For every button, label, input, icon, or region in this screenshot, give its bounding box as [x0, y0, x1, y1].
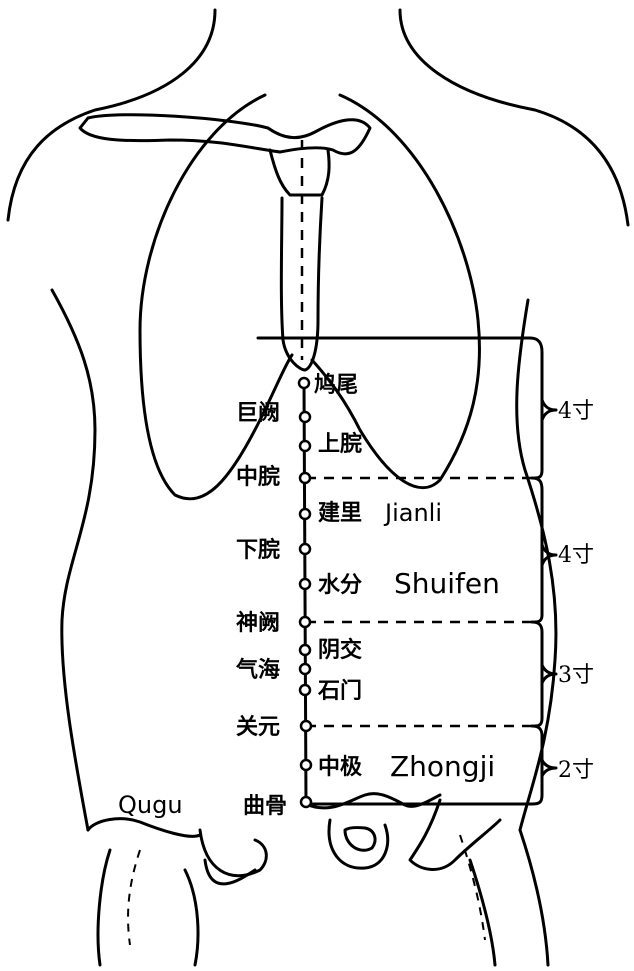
point-qihai — [298, 662, 312, 676]
measure-middle: 4寸 — [558, 543, 594, 568]
point-jianli — [298, 507, 312, 521]
point-yinjiao — [298, 643, 312, 657]
label-yinjiao: 阴交 — [318, 637, 362, 663]
label-juque: 巨阙 — [236, 401, 280, 426]
point-shenque — [298, 615, 312, 629]
label-shuifen: 水分 — [318, 573, 362, 598]
point-jiuwei — [297, 376, 311, 390]
point-shangwan — [298, 439, 312, 453]
label-guanyuan: 关元 — [236, 715, 280, 740]
pinyin-jianli: Jianli — [383, 499, 442, 527]
point-juque — [298, 410, 312, 424]
point-zhongwan — [298, 471, 312, 485]
point-shuifen — [298, 577, 312, 591]
label-zhongwan: 中脘 — [236, 464, 280, 490]
label-shangwan: 上脘 — [318, 431, 362, 457]
pinyin-shuifen: Shuifen — [394, 567, 500, 600]
rib-cage — [138, 93, 481, 501]
point-zhongji — [299, 758, 313, 772]
point-guanyuan — [299, 719, 313, 733]
label-xiawan: 下脘 — [236, 537, 280, 563]
point-shimen — [298, 683, 312, 697]
point-xiawan — [298, 542, 312, 556]
label-zhongji: 中极 — [318, 755, 363, 780]
measurement-box — [256, 336, 558, 806]
measure-upper: 4寸 — [558, 399, 594, 424]
pinyin-qugu: Qugu — [118, 791, 183, 819]
label-qihai: 气海 — [235, 657, 280, 683]
meridian-line — [302, 381, 308, 806]
label-shimen: 石门 — [317, 678, 362, 704]
acupoint-markers — [297, 376, 313, 809]
clavicle-sternum — [78, 113, 372, 372]
label-shenque: 神阙 — [236, 610, 280, 636]
point-qugu — [299, 795, 313, 809]
body-outline — [6, 8, 630, 832]
measure-bottom: 2寸 — [558, 758, 594, 783]
measure-lower: 3寸 — [558, 663, 594, 688]
pelvis — [86, 792, 550, 967]
label-qugu: 曲骨 — [243, 794, 287, 819]
pinyin-zhongji: Zhongji — [390, 750, 495, 783]
label-jiuwei: 鸠尾 — [314, 372, 358, 398]
label-jianli: 建里 — [318, 501, 362, 526]
